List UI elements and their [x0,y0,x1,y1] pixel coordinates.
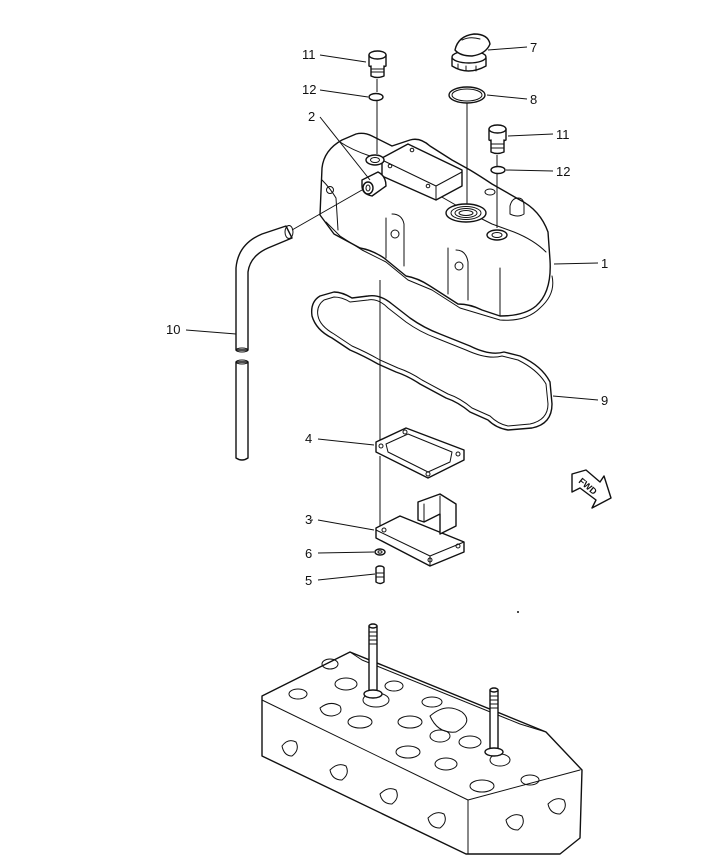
callout-5: 5 [305,573,312,588]
washer-left[interactable] [368,92,384,102]
callout-7: 7 [530,40,537,55]
callout-3: 3 [305,512,312,527]
o-ring-cap[interactable] [448,86,486,104]
cylinder-head-cover[interactable] [319,132,554,321]
callout-11-left: 11 [302,47,316,62]
scan-specks [311,519,519,613]
fwd-direction-arrow: FWD [571,469,612,509]
callout-12-left: 12 [302,82,316,97]
head-cover-gasket[interactable] [310,291,553,431]
callout-12-right: 12 [556,164,570,179]
oil-filler-cap[interactable] [451,33,491,72]
breather-plate[interactable] [375,493,465,567]
breather-gasket[interactable] [375,427,465,479]
callout-4: 4 [305,431,312,446]
callout-1: 1 [601,256,608,271]
washer-right[interactable] [490,165,506,175]
callout-6: 6 [305,546,312,561]
callout-10: 10 [166,322,180,337]
bolt-left[interactable] [368,50,387,79]
callout-2: 2 [308,109,315,124]
callout-11-right: 11 [556,127,570,142]
callout-9: 9 [601,393,608,408]
leader-lines [185,46,599,581]
washer-plate[interactable] [374,548,386,556]
plate-screw[interactable] [375,565,385,585]
callout-labels: 11 12 2 7 8 11 12 1 9 10 4 3 6 5 [166,40,608,588]
breather-hose[interactable] [235,225,294,461]
bolt-right[interactable] [488,124,507,155]
cylinder-head [261,623,583,855]
alignment-lines [291,79,498,526]
callout-8: 8 [530,92,537,107]
